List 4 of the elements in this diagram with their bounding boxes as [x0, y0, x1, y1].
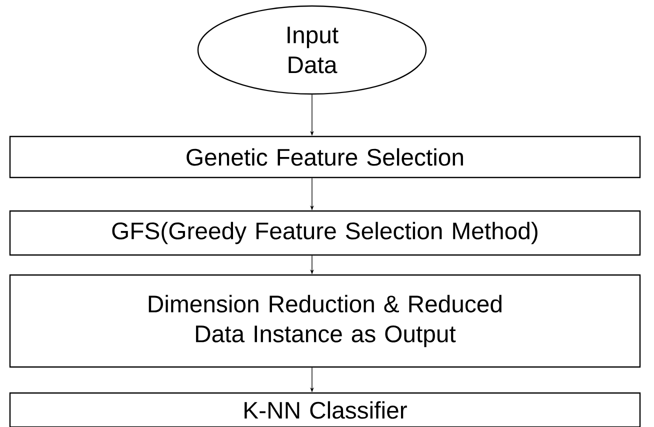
process-box: Dimension Reduction & Reduced Data Instance as Output	[9, 274, 641, 368]
process-box: K-NN Classifier	[9, 392, 641, 427]
process-box: GFS(Greedy Feature Selection Method)	[9, 210, 641, 256]
process-box: Genetic Feature Selection	[9, 136, 641, 178]
